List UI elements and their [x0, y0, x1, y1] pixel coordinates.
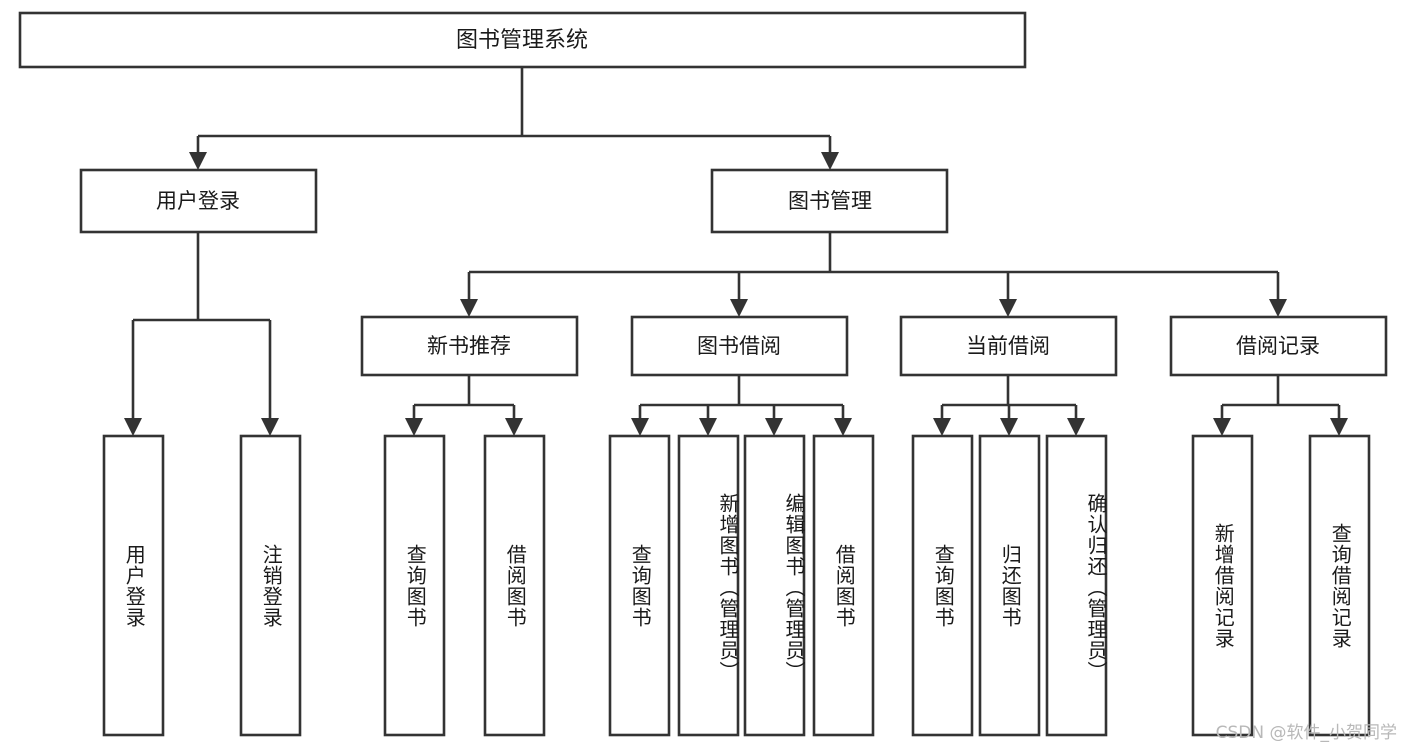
leaf-box-br-add[interactable]: [1191, 434, 1254, 737]
leaf-box-bb-add[interactable]: [677, 434, 740, 737]
node-current-borrow-label: 当前借阅: [966, 334, 1050, 358]
arrow-head-leaf-logout: [261, 418, 279, 436]
arrow-head-book-borrow: [730, 299, 748, 317]
leaf-box-user-login[interactable]: [102, 434, 165, 737]
node-book-mgmt-label: 图书管理: [788, 189, 872, 213]
arrow-head-leaf-cb-3: [1067, 418, 1085, 436]
node-book-mgmt-box[interactable]: [710, 168, 949, 234]
leaf-box-cb-query[interactable]: [911, 434, 974, 737]
leaf-box-bb-query[interactable]: [608, 434, 671, 737]
arrow-head-leaf-cb-1: [933, 418, 951, 436]
arrow-head-user-login: [189, 152, 207, 170]
csdn-watermark: CSDN @软件_小贺同学: [1215, 723, 1397, 743]
leaf-box-cb-return[interactable]: [978, 434, 1041, 737]
node-book-borrow-label: 图书借阅: [697, 334, 781, 358]
nodes-layer: 图书管理系统 用户登录 图书管理 新书推荐 图书借阅 当前借阅 借阅记录: [18, 11, 1388, 737]
arrow-head-leaf-nb-1: [405, 418, 423, 436]
node-borrow-record-label: 借阅记录: [1236, 334, 1320, 358]
leaf-box-br-query[interactable]: [1308, 434, 1371, 737]
arrow-head-leaf-bb-2: [699, 418, 717, 436]
arrow-head-leaf-br-2: [1330, 418, 1348, 436]
connectors-layer: [124, 67, 1348, 436]
leaf-box-bb-borrow[interactable]: [812, 434, 875, 737]
arrow-head-leaf-br-1: [1213, 418, 1231, 436]
arrow-head-leaf-bb-1: [631, 418, 649, 436]
arrow-head-leaf-bb-3: [765, 418, 783, 436]
arrow-head-leaf-cb-2: [1000, 418, 1018, 436]
arrow-head-borrow-record: [1269, 299, 1287, 317]
arrow-head-current-borrow: [999, 299, 1017, 317]
arrow-head-leaf-bb-4: [834, 418, 852, 436]
node-current-borrow-box[interactable]: [899, 315, 1118, 377]
leaf-box-nb-borrow[interactable]: [483, 434, 546, 737]
node-new-book-label: 新书推荐: [427, 334, 511, 358]
leaf-box-logout[interactable]: [239, 434, 302, 737]
node-root-label: 图书管理系统: [456, 28, 588, 53]
node-book-borrow-box[interactable]: [630, 315, 849, 377]
arrow-head-new-book: [460, 299, 478, 317]
node-root-box[interactable]: [18, 11, 1027, 69]
node-user-login-box[interactable]: [79, 168, 318, 234]
leaf-box-bb-edit[interactable]: [743, 434, 806, 737]
arrow-head-leaf-user-login: [124, 418, 142, 436]
node-borrow-record-box[interactable]: [1169, 315, 1388, 377]
node-new-book-box[interactable]: [360, 315, 579, 377]
node-user-login-label: 用户登录: [156, 189, 240, 213]
arrow-head-book-mgmt: [821, 152, 839, 170]
arrow-head-leaf-nb-2: [505, 418, 523, 436]
leaf-box-cb-confirm[interactable]: [1045, 434, 1108, 737]
leaf-box-nb-query[interactable]: [383, 434, 446, 737]
